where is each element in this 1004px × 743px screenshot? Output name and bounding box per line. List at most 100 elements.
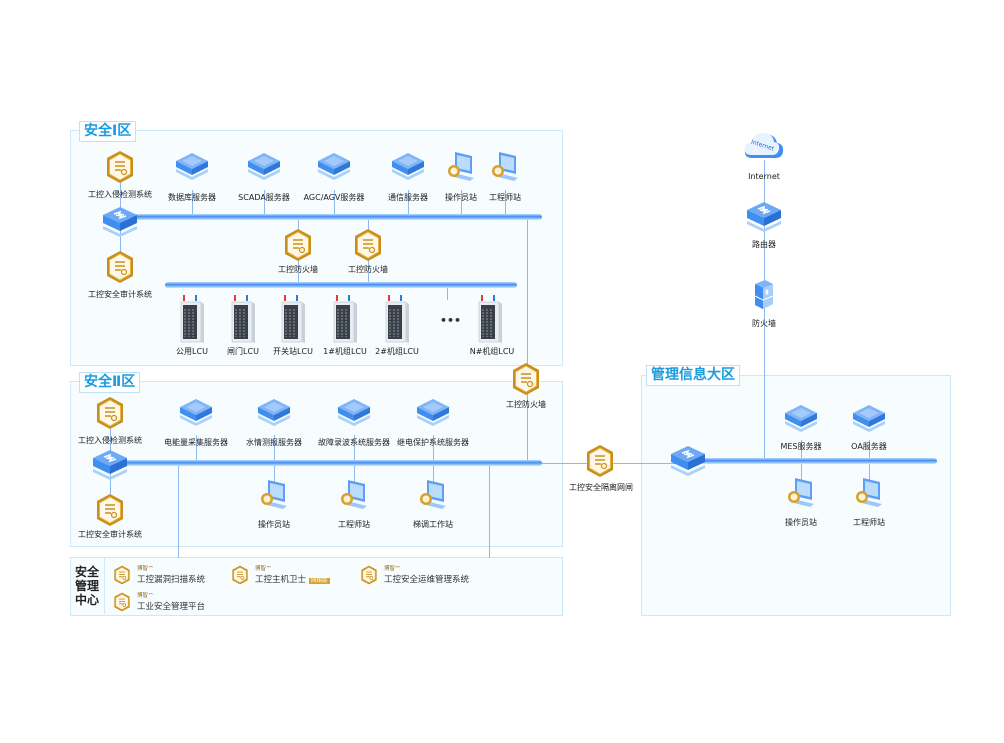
switch-icon	[90, 448, 130, 482]
workstation-icon	[259, 478, 289, 512]
internet-cloud-icon	[742, 130, 786, 164]
server-label: OA服务器	[851, 442, 887, 451]
server-label: MES服务器	[780, 442, 822, 451]
label-line: 安全	[74, 565, 99, 579]
server-icon	[244, 150, 284, 182]
audit-icon	[105, 250, 135, 284]
server-icon	[849, 402, 889, 434]
label-line: 中心	[74, 593, 99, 607]
link-line	[461, 190, 462, 218]
mgmt-center-box	[70, 557, 563, 616]
station-label: 操作员站	[258, 520, 290, 529]
link-line	[764, 160, 765, 462]
ellipsis: •••	[440, 314, 462, 327]
vuln-scan-icon	[113, 565, 131, 585]
brand: 博智™	[255, 566, 272, 572]
firewall-label: 工控防火墙	[278, 265, 318, 274]
brand: 博智™	[384, 566, 401, 572]
firewall-icon	[283, 228, 313, 262]
server-label: 继电保护系统服务器	[397, 438, 469, 447]
workstation-icon	[854, 476, 884, 510]
station-label: 工程师站	[489, 193, 521, 202]
server-icon	[334, 396, 374, 428]
link-line	[408, 190, 409, 218]
mgmt-item-vuln-scan: 博智™ 工控漏洞扫描系统	[137, 566, 205, 585]
host-guard-icon	[231, 565, 249, 585]
station-label: 操作员站	[785, 518, 817, 527]
ids-icon	[105, 150, 135, 184]
server-label: 电能量采集服务器	[164, 438, 228, 447]
server-icon	[172, 150, 212, 182]
mgmt-item-host-guard: 博智™ 工控主机卫士网络版	[255, 566, 330, 585]
item-label: 工业安全管理平台	[137, 602, 206, 612]
workstation-icon	[786, 476, 816, 510]
brand: 博智™	[137, 593, 154, 599]
router-label: 路由器	[752, 240, 776, 249]
lcu-label: 2#机组LCU	[375, 347, 419, 356]
firewall-icon	[511, 362, 541, 396]
item-label: 工控漏洞扫描系统	[137, 575, 206, 585]
switch-icon	[668, 444, 708, 478]
link-line	[334, 190, 335, 218]
link-line	[540, 463, 690, 464]
workstation-icon	[418, 478, 448, 512]
ids-icon	[95, 396, 125, 430]
zone-1-control-bus	[165, 282, 517, 288]
link-line	[801, 440, 802, 495]
lcu-label: N#机组LCU	[469, 347, 515, 356]
server-label: SCADA服务器	[238, 193, 290, 202]
lcu-cabinet-icon	[383, 295, 411, 343]
lcu-cabinet-icon	[331, 295, 359, 343]
zone-1-main-bus	[130, 214, 542, 220]
server-label: AGC/AGV服务器	[303, 193, 365, 202]
server-label: 数据库服务器	[168, 193, 216, 202]
lcu-label: 开关站LCU	[273, 347, 313, 356]
link-line	[264, 190, 265, 218]
audit-label: 工控安全审计系统	[78, 530, 142, 539]
zone-2-title: 安全Ⅱ区	[79, 372, 141, 393]
firewall-icon	[751, 278, 777, 312]
platform-icon	[113, 592, 131, 612]
lcu-label: 闸门LCU	[227, 347, 259, 356]
ops-mgmt-icon	[360, 565, 378, 585]
workstation-icon	[446, 150, 476, 184]
gateway-label: 工控安全隔离网闸	[569, 483, 633, 492]
router-icon	[744, 200, 784, 234]
lcu-cabinet-icon	[279, 295, 307, 343]
link-line	[505, 190, 506, 218]
network-edition-badge: 网络版	[309, 577, 330, 584]
link-line	[489, 466, 490, 558]
audit-label: 工控安全审计系统	[88, 290, 152, 299]
workstation-icon	[339, 478, 369, 512]
server-icon	[413, 396, 453, 428]
link-line	[178, 466, 179, 558]
link-line	[527, 218, 528, 464]
server-label: 故障录波系统服务器	[318, 438, 390, 447]
item-label: 工控主机卫士	[255, 575, 307, 585]
firewall-label: 防火墙	[752, 319, 776, 328]
label-line: 管理	[74, 579, 99, 593]
mgmt-center-label: 安全 管理 中心	[70, 557, 105, 614]
lcu-label: 公用LCU	[176, 347, 208, 356]
brand: 博智™	[137, 566, 154, 572]
mgmt-info-bus	[700, 458, 937, 464]
ids-label: 工控入侵检测系统	[88, 190, 152, 199]
lcu-cabinet-icon	[229, 295, 257, 343]
station-label: 操作员站	[445, 193, 477, 202]
isolation-gateway-icon	[585, 444, 615, 478]
server-icon	[176, 396, 216, 428]
internet-label: Internet	[748, 172, 780, 181]
ids-label: 工控入侵检测系统	[78, 436, 142, 445]
firewall-label: 工控防火墙	[506, 400, 546, 409]
link-line	[192, 190, 193, 218]
station-label: 工程师站	[338, 520, 370, 529]
server-icon	[388, 150, 428, 182]
server-label: 水情测报服务器	[246, 438, 302, 447]
station-label: 工程师站	[853, 518, 885, 527]
firewall-icon	[353, 228, 383, 262]
server-icon	[314, 150, 354, 182]
server-icon	[781, 402, 821, 434]
station-label: 梯调工作站	[413, 520, 453, 529]
link-line	[447, 288, 448, 300]
